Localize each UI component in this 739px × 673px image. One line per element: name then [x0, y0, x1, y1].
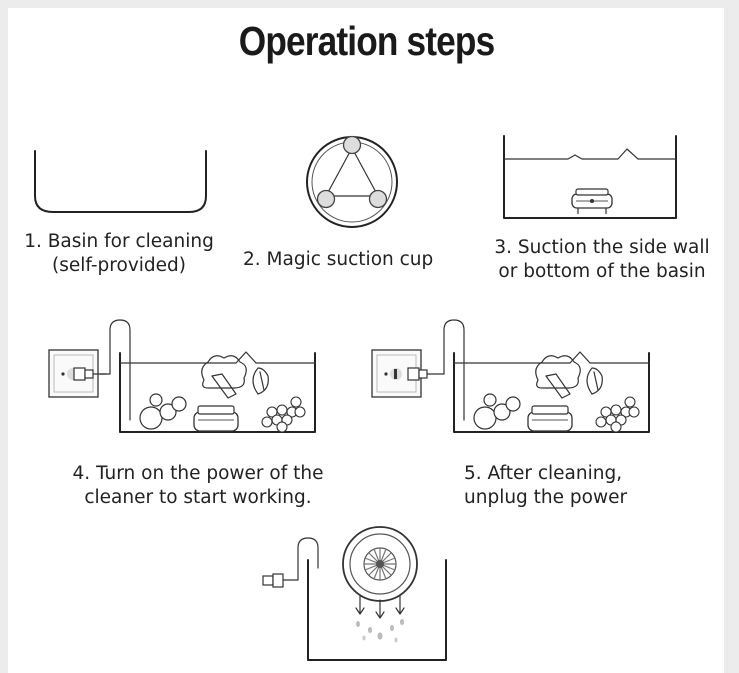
- usb-plug-icon: [262, 573, 284, 588]
- step-3-line2: or bottom of the basin: [498, 261, 706, 282]
- step-5-line1: 5. After cleaning,: [464, 463, 623, 484]
- suction-cup-icon: [306, 135, 398, 228]
- illustrations: [34, 135, 677, 661]
- step4-illustration: [48, 319, 316, 433]
- step5-illustration: [371, 319, 650, 433]
- basin-with-cleaner-icon: [503, 135, 677, 219]
- usb-plug-icon: [407, 367, 428, 381]
- step-2-line1: 2. Magic suction cup: [243, 249, 434, 270]
- fruits-vegetables-icon: [139, 355, 306, 433]
- cleaner-device-icon: [571, 188, 613, 214]
- step-4-line2: cleaner to start working.: [84, 487, 312, 508]
- basin-icon: [34, 150, 207, 213]
- water-drops-icon: [355, 595, 405, 643]
- step-3-caption: 3. Suction the side wall or bottom of th…: [480, 236, 724, 284]
- cleaner-device-icon: [193, 405, 239, 432]
- cleaner-device-icon: [342, 526, 418, 602]
- step-1-caption: 1. Basin for cleaning (self-provided): [8, 230, 230, 278]
- step-1-line2: (self-provided): [52, 255, 186, 276]
- step-4-caption: 4. Turn on the power of the cleaner to s…: [48, 462, 348, 510]
- operation-steps-panel: Operation steps: [8, 8, 724, 673]
- step-2-caption: 2. Magic suction cup: [243, 248, 433, 272]
- page-title: Operation steps: [238, 18, 495, 64]
- step-5-caption: 5. After cleaning, unplug the power: [464, 462, 627, 510]
- step-5-line2: unplug the power: [464, 487, 628, 508]
- cleaner-device-icon: [527, 405, 573, 432]
- step-4-line1: 4. Turn on the power of the: [72, 463, 324, 484]
- usb-plug-icon: [73, 367, 94, 381]
- fruits-vegetables-icon: [473, 355, 640, 433]
- step-3-line1: 3. Suction the side wall: [494, 237, 710, 258]
- step-1-line1: 1. Basin for cleaning: [24, 231, 214, 252]
- step6-illustration: [262, 526, 447, 661]
